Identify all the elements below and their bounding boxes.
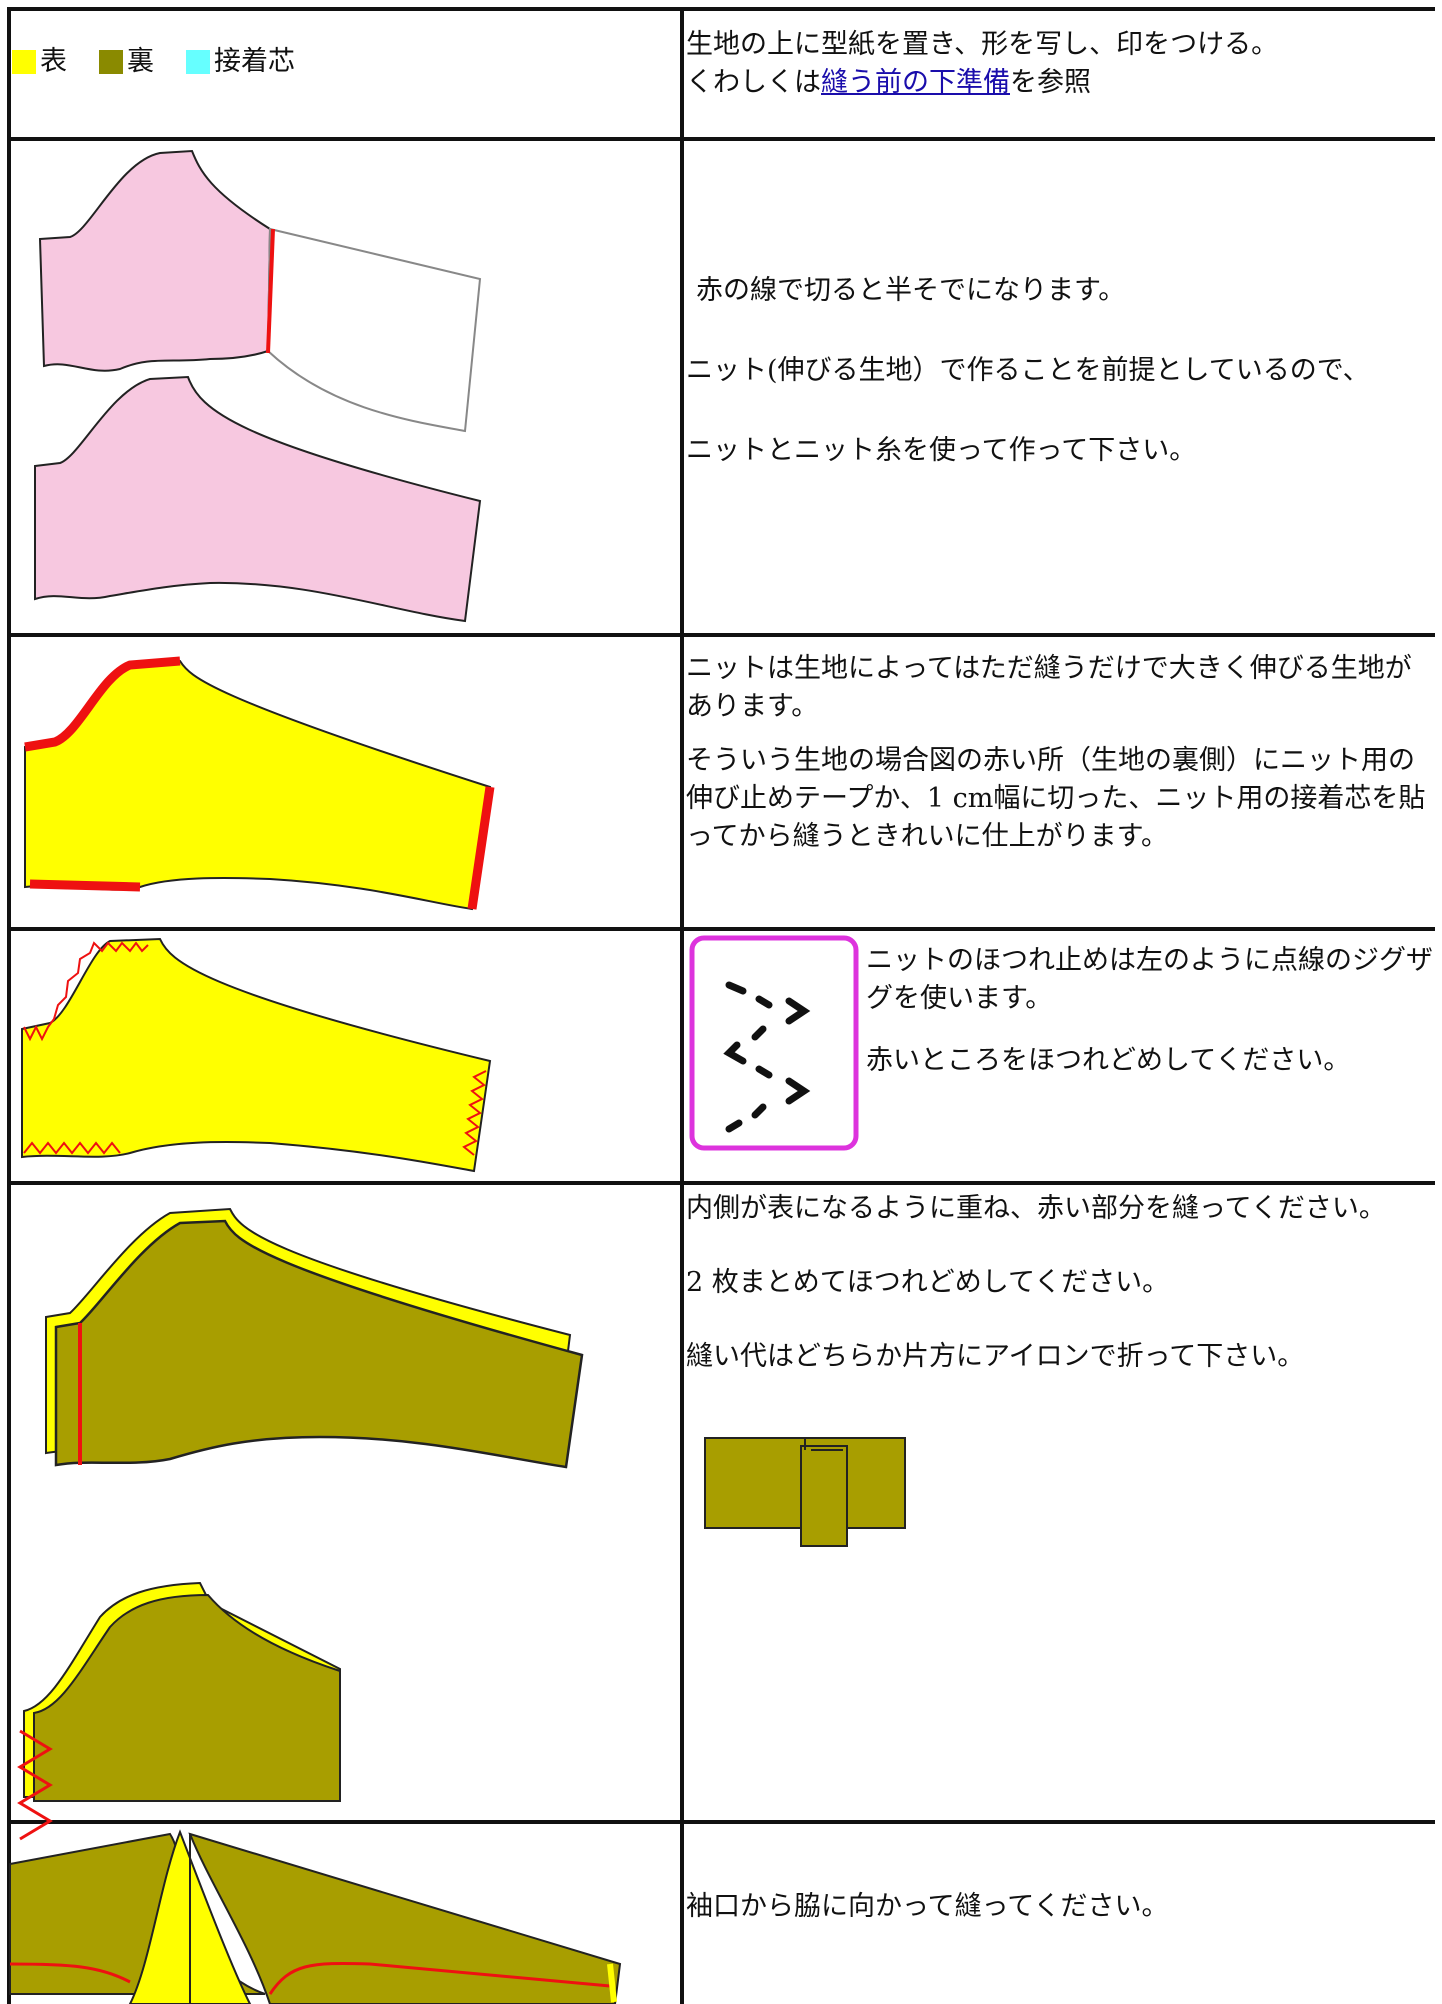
instruction-text: 生地の上に型紙を置き、形を写し、印をつける。 [686, 29, 1279, 60]
sew-sleeve-illustration [17, 1207, 584, 1841]
overlock-illustration [21, 937, 492, 1173]
side-seam-illustration [9, 1829, 622, 2004]
legend-item-back: 裏 [99, 44, 154, 80]
instruction-text: 赤いところをほつれどめしてください。 [866, 1045, 1351, 1076]
stay-tape-cuff [467, 786, 495, 910]
stay-tape-shoulder [24, 656, 181, 752]
instruction-text: 2 枚まとめてほつれどめしてください。 [686, 1267, 1170, 1298]
row6-text: 袖口から脇に向かって縫ってください。 [686, 1888, 1438, 1926]
column-divider [680, 7, 684, 2004]
overlock-stitch-underarm [23, 1141, 121, 1155]
instruction-text: そういう生地の場合図の赤い所（生地の裏側）にニット用の伸び止めテープか、1 cm… [686, 745, 1426, 852]
sleeve-back-layer [33, 1593, 341, 1802]
row5-text: 内側が表になるように重ね、赤い部分を縫ってください。 2 枚まとめてほつれどめし… [686, 1190, 1438, 1376]
legend-item-interfacing: 接着芯 [186, 44, 295, 80]
front-swatch [12, 50, 36, 74]
back-swatch [99, 50, 123, 74]
cuff-edge [607, 1963, 617, 2003]
stay-tape-illustration [24, 656, 495, 911]
overlock-stitch-seam [17, 1729, 53, 1841]
sleeve-back-layer [54, 1219, 584, 1469]
row4-text: ニットのほつれ止めは左のように点線のジグザグを使います。 赤いところをほつれどめ… [866, 942, 1438, 1080]
legend-label: 裏 [127, 46, 154, 77]
legend-label: 表 [40, 46, 67, 77]
row-divider [7, 633, 1435, 637]
row2-text: 赤の線で切ると半そでになります。 ニット(伸びる生地）で作ることを前提としている… [686, 272, 1438, 470]
stay-tape-underarm [29, 879, 141, 892]
color-legend: 表 裏 接着芯 [12, 44, 327, 80]
instruction-text: 赤の線で切ると半そでになります。 [696, 275, 1126, 306]
table-border-left [7, 7, 11, 2004]
sleeve-body-right [188, 1832, 622, 2004]
legend-label: 接着芯 [214, 46, 295, 77]
row-divider [7, 1181, 1435, 1185]
instruction-text: ニット(伸びる生地）で作ることを前提としているので、 [686, 355, 1370, 386]
seam-line-left [9, 1962, 131, 1984]
row-divider [7, 927, 1435, 931]
instruction-text: ニットは生地によってはただ縫うだけで大きく伸びる生地があります。 [686, 653, 1412, 722]
overlock-stitch-shoulder [23, 941, 149, 1042]
preparation-link[interactable]: 縫う前の下準備 [821, 67, 1010, 98]
row3-text: ニットは生地によってはただ縫うだけで大きく伸びる生地があります。 そういう生地の… [686, 650, 1438, 856]
cut-line [266, 228, 275, 354]
instruction-text: くわしくは縫う前の下準備を参照 [686, 64, 1438, 102]
row-divider [7, 1820, 1435, 1824]
instruction-text: ニットとニット糸を使って作って下さい。 [686, 435, 1197, 466]
instruction-text: 縫い代はどちらか片方にアイロンで折って下さい。 [686, 1341, 1305, 1372]
sleeve-upper-pink [38, 149, 272, 372]
sleeve-yellow [21, 937, 492, 1173]
interfacing-swatch [186, 50, 210, 74]
table-border-top [7, 7, 1435, 11]
instruction-text: 袖口から脇に向かって縫ってください。 [686, 1891, 1169, 1922]
legend-item-front: 表 [12, 44, 67, 80]
instruction-text: 内側が表になるように重ね、赤い部分を縫ってください。 [686, 1193, 1386, 1224]
instruction-text: ニットのほつれ止めは左のように点線のジグザグを使います。 [866, 945, 1433, 1014]
sleeve-upper-white [266, 227, 482, 433]
overlock-stitch-cuff [462, 1070, 487, 1156]
row-divider [7, 137, 1435, 141]
sleeve-pattern-illustration [34, 149, 482, 623]
text-prefix: くわしくは [686, 67, 821, 98]
seam-line-right [268, 1961, 611, 1995]
text-suffix: を参照 [1010, 67, 1091, 98]
zigzag-stitch-icon [689, 935, 859, 1151]
seam-allowance-diagram [704, 1437, 906, 1547]
row1-text: 生地の上に型紙を置き、形を写し、印をつける。 くわしくは縫う前の下準備を参照 [686, 26, 1438, 102]
sleeve-lower-pink [34, 375, 482, 623]
